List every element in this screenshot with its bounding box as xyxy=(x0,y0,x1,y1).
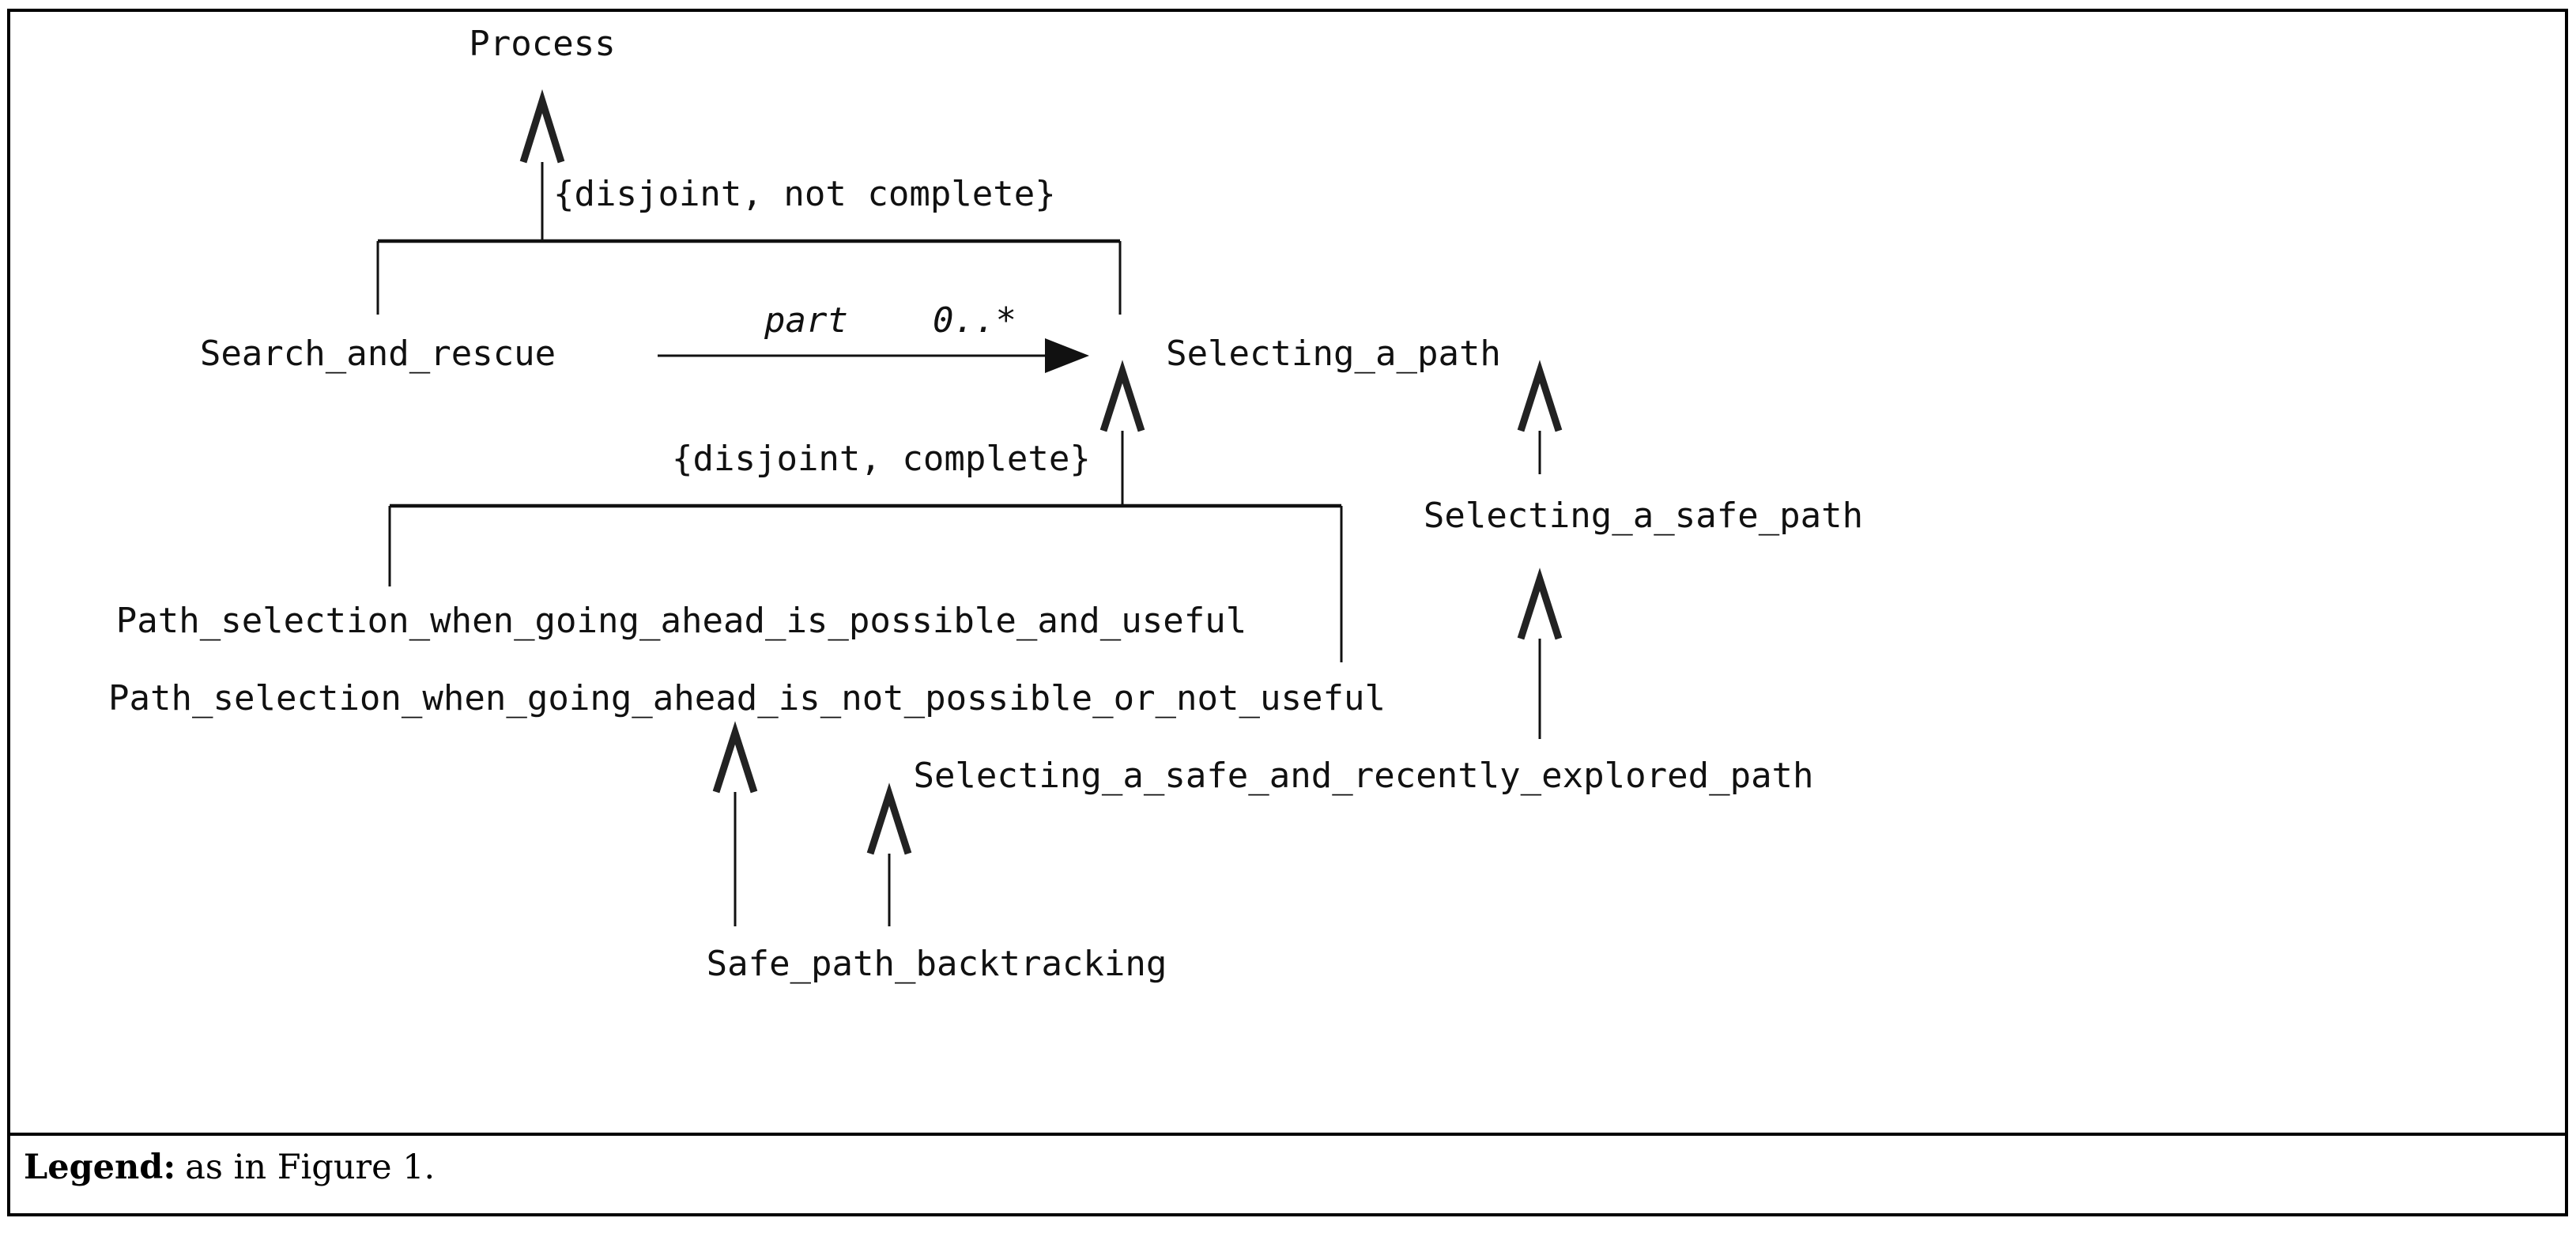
generalization-arrowhead-recently-explored xyxy=(1517,567,1563,640)
generalization-arrowhead-backtracking-not-possible xyxy=(712,721,758,794)
class-node-safe-path-backtracking[interactable]: Safe_path_backtracking xyxy=(707,944,1167,984)
legend-label: Legend: xyxy=(24,1148,176,1187)
generalization-arrowhead-process xyxy=(519,89,565,164)
legend-row: Legend: as in Figure 1. xyxy=(24,1148,1605,1203)
class-node-selecting-a-safe-path[interactable]: Selecting_a_safe_path xyxy=(1424,496,1863,536)
generalization-arrowhead-selecting-a-path xyxy=(1099,360,1145,432)
constraint-label-disjoint-not-complete: {disjoint, not complete} xyxy=(553,174,1056,214)
association-role-label-part: part xyxy=(764,300,848,341)
class-node-selecting-safe-recently-explored-path[interactable]: Selecting_a_safe_and_recently_explored_p… xyxy=(913,756,1813,796)
class-node-process[interactable]: Process xyxy=(469,24,615,64)
class-node-selecting-a-path[interactable]: Selecting_a_path xyxy=(1166,334,1501,374)
association-arrowhead-part xyxy=(1045,338,1089,373)
generalization-arrowhead-safe-path xyxy=(1517,360,1563,432)
legend-text: as in Figure 1. xyxy=(185,1148,436,1187)
class-node-path-selection-not-possible-not-useful[interactable]: Path_selection_when_going_ahead_is_not_p… xyxy=(108,678,1386,718)
legend-separator xyxy=(9,1133,2567,1136)
class-node-path-selection-possible-useful[interactable]: Path_selection_when_going_ahead_is_possi… xyxy=(116,601,1247,641)
class-node-search-and-rescue[interactable]: Search_and_rescue xyxy=(200,334,556,374)
generalization-arrowhead-backtracking-recently-explored xyxy=(866,782,912,855)
constraint-label-disjoint-complete: {disjoint, complete} xyxy=(672,439,1091,479)
association-multiplicity-label: 0..* xyxy=(933,300,1016,341)
